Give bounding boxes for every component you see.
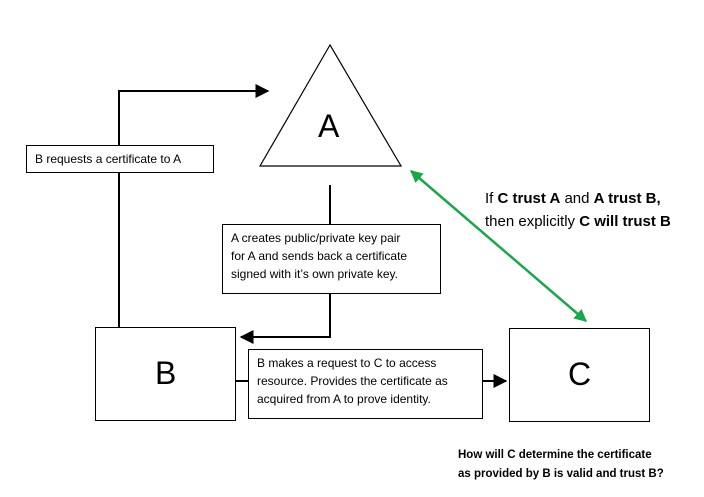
note-a-creates-line: A creates public/private key pair bbox=[231, 231, 401, 245]
question-line: How will C determine the certificate bbox=[458, 449, 652, 461]
question-text: How will C determine the certificate as … bbox=[458, 446, 698, 484]
b-to-a-arrow bbox=[118, 84, 270, 327]
node-c bbox=[509, 328, 650, 422]
node-a-triangle bbox=[258, 43, 403, 167]
node-a-label: A bbox=[318, 108, 340, 144]
note-b-requests-c: B makes a request to C to access resourc… bbox=[248, 349, 483, 419]
note-a-creates-keypair: A creates public/private key pair for A … bbox=[222, 224, 441, 294]
trust-line-1: If C trust A and A trust B, bbox=[485, 190, 661, 207]
node-c-label: C bbox=[568, 356, 592, 392]
note-b-requests-c-line: acquired from A to prove identity. bbox=[257, 392, 431, 406]
note-b-requests-text: B requests a certificate to A bbox=[35, 152, 182, 166]
note-b-requests-c-line: resource. Provides the certificate as bbox=[257, 374, 448, 388]
node-b-label: B bbox=[155, 355, 177, 391]
note-b-requests-c-line: B makes a request to C to access bbox=[257, 356, 437, 370]
node-b bbox=[95, 327, 236, 421]
note-a-creates-line: signed with it’s own private key. bbox=[231, 267, 398, 281]
note-a-creates-line: for A and sends back a certificate bbox=[231, 249, 408, 263]
question-line: as provided by B is valid and trust B? bbox=[458, 468, 664, 480]
trust-arrow bbox=[410, 170, 587, 322]
trust-line-2: then explicitly C will trust B bbox=[485, 213, 671, 230]
trust-statement: If C trust A and A trust B, then explici… bbox=[485, 187, 700, 233]
note-b-requests-certificate: B requests a certificate to A bbox=[26, 145, 214, 173]
